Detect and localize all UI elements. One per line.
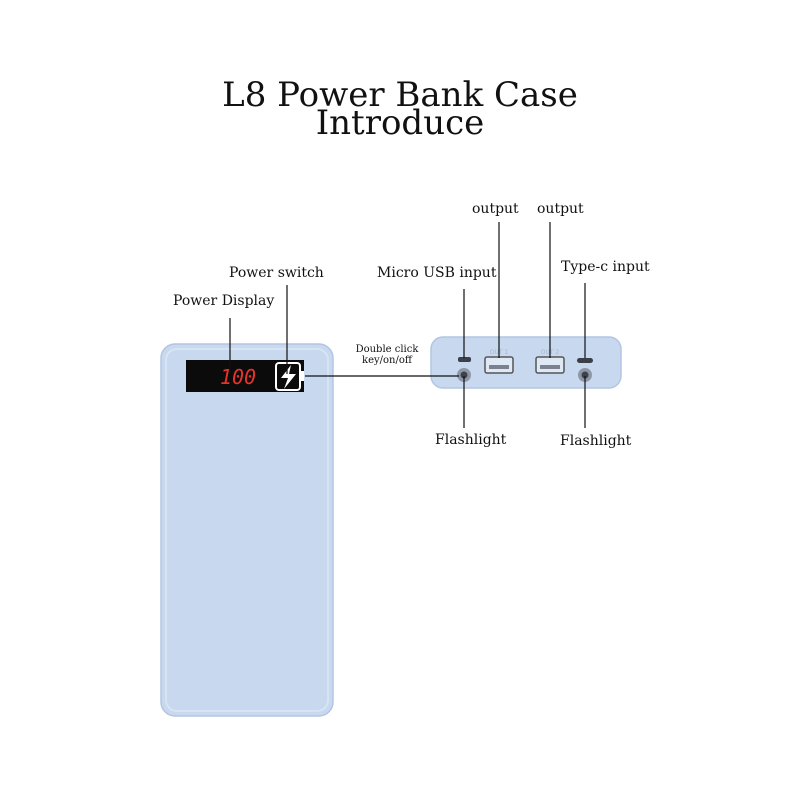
label-flashlight-left: Flashlight: [435, 432, 507, 448]
leader-lines: [229, 222, 586, 428]
flashlight-right: [578, 368, 592, 382]
label-type-c-input: Type-c input: [561, 259, 650, 275]
label-micro-usb-input: Micro USB input: [377, 265, 497, 281]
micro-usb-port: [458, 357, 471, 362]
label-double-click-line2: key/on/off: [362, 355, 412, 366]
label-power-switch: Power switch: [229, 265, 324, 281]
power-bank-side-case: [430, 336, 622, 389]
power-display-readout: 100: [220, 365, 256, 389]
front-case-highlight: [165, 348, 329, 712]
flashlight-left: [457, 368, 471, 382]
label-double-click-key: Double click key/on/off: [352, 344, 422, 366]
usb-output-port-2: [535, 356, 565, 374]
label-output-2: output: [537, 201, 584, 217]
usb-output-port-1: [484, 356, 514, 374]
diagram-title-line1: L8 Power Bank Case: [222, 75, 578, 115]
diagram-title-line2: Introduce: [315, 103, 485, 143]
power-bank-front-case: [160, 343, 334, 717]
label-output-1: output: [472, 201, 519, 217]
label-power-display: Power Display: [173, 293, 275, 309]
battery-lightning-icon: [275, 362, 304, 391]
label-flashlight-right: Flashlight: [560, 433, 632, 449]
type-c-port: [577, 358, 593, 363]
label-double-click-line1: Double click: [355, 344, 419, 355]
